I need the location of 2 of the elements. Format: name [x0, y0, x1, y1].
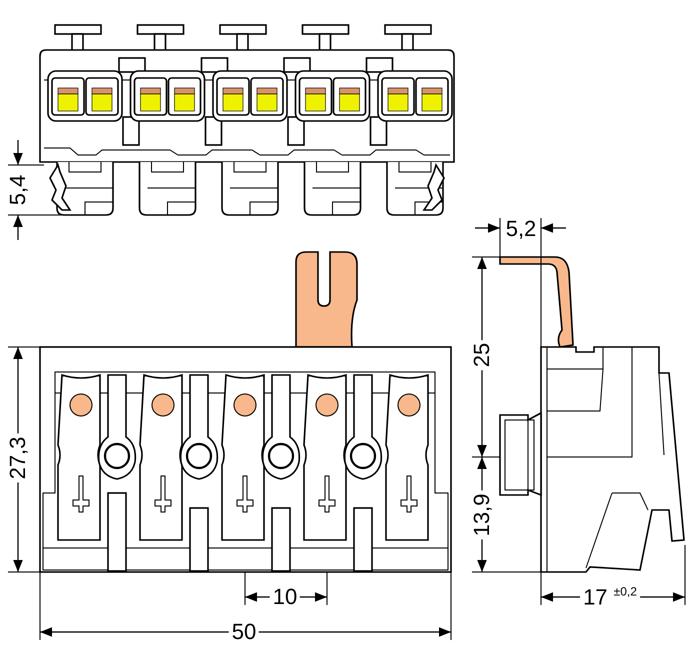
- dimension-label: 13,9: [471, 490, 493, 540]
- dimension-label: 27,3: [7, 434, 29, 482]
